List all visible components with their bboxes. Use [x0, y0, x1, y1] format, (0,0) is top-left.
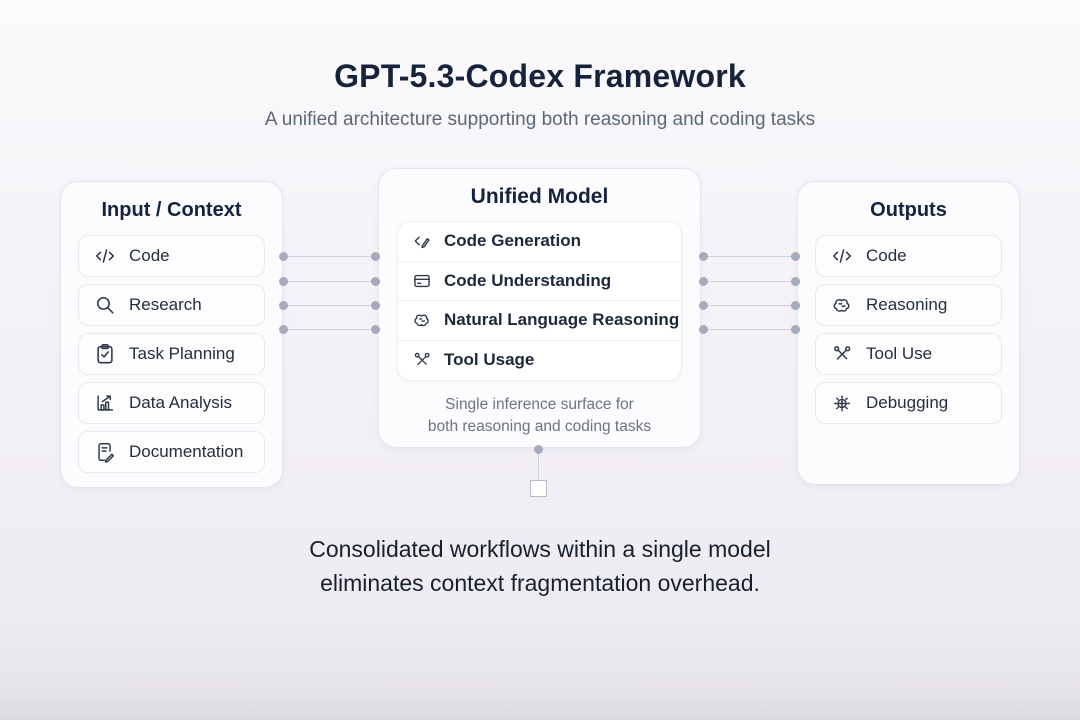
connector-square	[530, 480, 547, 497]
code-card-icon	[412, 271, 432, 291]
outputs-card: Outputs Code Reasoning	[797, 181, 1020, 485]
connector-line	[279, 251, 380, 261]
connector-line	[699, 276, 800, 286]
capability-list: Code Generation Code Understanding Na	[397, 221, 682, 381]
code-pen-icon	[412, 231, 432, 251]
connector-dot	[699, 300, 708, 310]
connector-dot	[791, 276, 800, 286]
page-title: GPT-5.3-Codex Framework	[334, 58, 746, 94]
connector-dot	[371, 251, 380, 261]
connector-dot	[791, 324, 800, 334]
connector-line	[699, 324, 800, 334]
capability-row-natural-language-reasoning: Natural Language Reasoning	[398, 301, 681, 341]
connector-dot	[279, 324, 288, 334]
outputs-column-title: Outputs	[870, 199, 947, 221]
input-item-task-planning: Task Planning	[78, 333, 265, 375]
capability-row-code-understanding: Code Understanding	[398, 262, 681, 301]
connector-dot	[371, 324, 380, 334]
capability-row-code-generation: Code Generation	[398, 222, 681, 262]
connector-dot	[371, 300, 380, 310]
connector-dot	[791, 251, 800, 261]
output-item-code: Code	[815, 235, 1002, 277]
connector-line-down	[530, 445, 547, 497]
connector-line	[699, 300, 800, 310]
footer-line1: Consolidated workflows within a single m…	[309, 536, 771, 562]
tools-icon	[831, 343, 853, 365]
capability-row-tool-usage: Tool Usage	[398, 341, 681, 381]
bar-chart-icon	[94, 392, 116, 414]
capability-label: Code Generation	[444, 231, 581, 251]
clipboard-check-icon	[94, 343, 116, 365]
input-item-documentation: Documentation	[78, 431, 265, 473]
connector-dot	[279, 300, 288, 310]
connector-dot	[699, 251, 708, 261]
input-item-data-analysis: Data Analysis	[78, 382, 265, 424]
header: GPT-5.3-Codex Framework A unified archit…	[0, 58, 1080, 131]
connector-dot	[791, 300, 800, 310]
brain-icon	[412, 310, 432, 330]
connector-dot	[279, 251, 288, 261]
input-item-label: Documentation	[129, 442, 244, 461]
bug-icon	[831, 392, 853, 414]
input-item-label: Code	[129, 246, 170, 265]
capability-label: Tool Usage	[444, 350, 535, 370]
output-item-reasoning: Reasoning	[815, 284, 1002, 326]
connector-dot	[371, 276, 380, 286]
input-item-label: Research	[129, 295, 202, 314]
input-item-label: Data Analysis	[129, 393, 232, 412]
connector-dot	[699, 324, 708, 334]
capability-label: Code Understanding	[444, 270, 612, 290]
input-item-research: Research	[78, 284, 265, 326]
document-edit-icon	[94, 441, 116, 463]
brain-icon	[831, 294, 853, 316]
output-item-label: Tool Use	[866, 344, 933, 363]
connector-line	[279, 276, 380, 286]
code-icon	[94, 245, 116, 267]
output-item-debugging: Debugging	[815, 382, 1002, 424]
output-item-label: Reasoning	[866, 295, 948, 314]
input-column-title: Input / Context	[101, 199, 242, 221]
connector-dot	[533, 445, 543, 454]
output-item-label: Code	[866, 246, 907, 265]
connector-dot	[699, 276, 708, 286]
input-item-label: Task Planning	[129, 344, 235, 363]
input-context-card: Input / Context Code Research	[60, 181, 283, 488]
output-item-tool-use: Tool Use	[815, 333, 1002, 375]
input-item-code: Code	[78, 235, 265, 277]
model-column-title: Unified Model	[470, 185, 609, 208]
connector-line	[699, 251, 800, 261]
unified-model-card: Unified Model Code Generation Code Und	[378, 168, 701, 448]
connector-line	[279, 324, 380, 334]
footer-note: Consolidated workflows within a single m…	[0, 532, 1080, 600]
footer-line2: eliminates context fragmentation overhea…	[320, 570, 760, 596]
output-item-label: Debugging	[866, 393, 949, 412]
model-caption-line2: both reasoning and coding tasks	[427, 418, 652, 435]
search-icon	[94, 294, 116, 316]
model-caption: Single inference surface for both reason…	[379, 394, 700, 438]
page-subtitle: A unified architecture supporting both r…	[264, 109, 816, 130]
code-icon	[831, 245, 853, 267]
connector-dot	[279, 276, 288, 286]
tools-icon	[412, 350, 432, 370]
capability-label: Natural Language Reasoning	[444, 310, 680, 330]
model-caption-line1: Single inference surface for	[445, 396, 634, 413]
connector-line	[279, 300, 380, 310]
